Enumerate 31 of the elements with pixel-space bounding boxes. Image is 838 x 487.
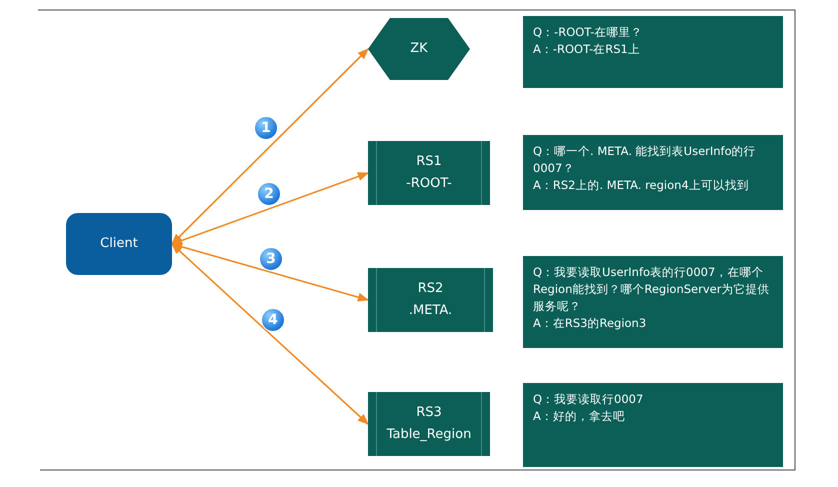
server-box <box>368 392 490 456</box>
dialog-box <box>523 135 783 210</box>
question-text: Q：我要读取行0007 <box>533 391 644 408</box>
question-text: Q：-ROOT-在哪里？ <box>533 24 642 41</box>
server-name: RS2 <box>418 280 444 298</box>
table-name: Table_Region <box>386 426 472 444</box>
step-number: 1 <box>254 116 278 140</box>
question-text: Q：哪一个. META. 能找到表UserInfo的行0007？ <box>533 143 757 177</box>
arrow <box>171 243 369 425</box>
arrow <box>171 48 369 245</box>
step-number: 3 <box>259 247 283 271</box>
server-name: RS3 <box>416 404 442 422</box>
question-text: Q：我要读取UserInfo表的行0007，在哪个Region能找到？哪个RegionServer为它提供服务呢？ <box>533 264 770 315</box>
dialog-box <box>523 383 783 467</box>
answer-text: A：RS2上的. META. region4上可以找到 <box>533 177 749 194</box>
server-box <box>368 141 490 205</box>
answer-text: A：好的，拿去吧 <box>533 408 625 425</box>
client-box <box>66 213 172 275</box>
server-name: RS1 <box>416 153 442 171</box>
answer-text: A：在RS3的Region3 <box>533 315 646 332</box>
dialog-box <box>523 256 783 348</box>
node-label: Client <box>100 235 138 253</box>
step-number: 2 <box>257 182 281 206</box>
table-name: .META. <box>408 302 452 320</box>
table-name: -ROOT- <box>406 175 452 193</box>
dialog-box <box>523 16 783 88</box>
step-number: 4 <box>261 308 285 332</box>
node-label: ZK <box>410 40 428 58</box>
server-box <box>368 268 493 332</box>
answer-text: A：-ROOT-在RS1上 <box>533 41 640 58</box>
hexagon-node <box>368 18 470 80</box>
